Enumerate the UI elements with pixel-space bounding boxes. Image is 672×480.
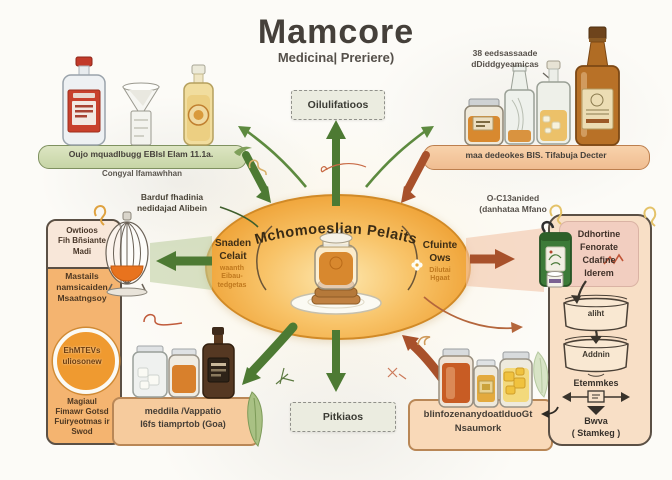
oval-left-subtext-line2: Eibau- <box>221 273 243 281</box>
left-shelf-strip <box>38 145 247 169</box>
bottom-left-shelf-line2: I6fs tiamprtob (Goa) <box>140 419 226 430</box>
right-panel-pink-line3: Cdafine <box>582 255 616 266</box>
stage1-label: aliht <box>587 309 605 318</box>
left-panel-mid-label: Mastails namsicaiden Msaatngsoy <box>56 271 108 304</box>
oval-left-subtext-line1: waanth <box>219 265 245 272</box>
right-panel-pink-line2: Fenorate <box>579 242 618 253</box>
left-panel-circle-line2: uliosonew <box>62 356 102 366</box>
right-panel-note-line1: O-C13anided <box>486 193 540 203</box>
oval-left-subtext: waanth Eibau- tedgetas <box>218 265 247 290</box>
right-panel-pink-line1: Ddhortine <box>577 229 621 239</box>
left-panel-mid-line3: Msaatngsoy <box>57 293 107 304</box>
bottom-right-shelf-label: blinfozenanydoatlduoGt Nsaumork <box>424 408 533 437</box>
left-panel-bottom-line3: Fuiryeotmas ir <box>54 417 110 426</box>
right-panel-pink-line4: Iderem <box>584 268 614 279</box>
left-panel-circle <box>53 328 119 394</box>
right-panel-note-line2: (danhataa Mfano <box>479 204 547 215</box>
bottom-right-shelf-line2: Nsaumork <box>454 423 502 435</box>
right-shelf-label: maa dedeokes BIS. Tifabuja Decter <box>465 150 607 160</box>
right-panel-pink-box <box>560 222 638 286</box>
left-shelf-label: Oujo mquadlbugg EBIsI Elam 11.1a. <box>68 149 214 159</box>
oval-right-heading-line1: Cfuinte <box>422 240 458 251</box>
left-panel-note-line1: Barduf fhadinia <box>140 192 204 202</box>
bottom-left-shelf-line1: meddila /Vappatio <box>144 406 222 416</box>
left-panel-top-box-line2: Fih Bñsiante <box>57 236 107 246</box>
left-panel-mid-line1: Mastails <box>65 271 99 281</box>
left-panel-note: Barduf fhadinia nedidajad Alibein <box>137 192 207 215</box>
right-panel-pink-box-label: Ddhortine Fenorate Cdafine Iderem <box>578 228 621 280</box>
left-panel-circle-line1: EhMTEVs <box>63 346 101 355</box>
bottom-right-shelf-line1: blinfozenanydoatlduoGt <box>423 409 533 420</box>
oval-right-heading-line2: Ows <box>429 252 451 264</box>
result-line1: Bwva <box>584 416 608 426</box>
left-panel-bottom-line2: Fimawr Gotsd <box>55 407 109 416</box>
left-panel-bottom-label: Magiaul Fimawr Gotsd Fuiryeotmas ir Swod <box>54 397 109 437</box>
oval-left-heading: Snaden Celait <box>215 238 251 263</box>
result-line2: ( Stamkeg ) <box>571 427 621 438</box>
left-panel-mid-line2: namsicaiden <box>56 282 108 293</box>
result-label: Bwva ( Stamkeg ) <box>572 416 621 439</box>
oval-left-heading-line1: Snaden <box>214 238 252 249</box>
page-title: Mamcore <box>257 13 415 51</box>
right-panel-note: O-C13anided (danhataa Mfano <box>479 193 547 216</box>
bottom-left-shelf-label: meddila /Vappatio I6fs tiamprtob (Goa) <box>140 405 226 431</box>
phases-box: Pitkiaos <box>290 402 396 432</box>
right-shelf-strip <box>423 145 650 170</box>
bottom-left-shelf <box>112 397 259 446</box>
qualifications-box: Oilulifatioos <box>291 90 385 120</box>
oval-right-subtext-line2: Hgaat <box>430 275 450 283</box>
oval-right-subtext: Dilutai Hgaat <box>429 267 450 284</box>
right-shelf-note: 38 eedsassaade dDiddgyeamicas <box>471 48 539 71</box>
left-panel-bottom-line4: Swod <box>71 427 93 436</box>
left-panel-note-line2: nedidajad Alibein <box>136 203 208 214</box>
left-panel-bottom-line1: Magiaul <box>67 397 97 406</box>
page-subtitle: Medicina| Preriere) <box>277 50 395 65</box>
oval-left-subtext-line3: tedgetas <box>217 281 247 289</box>
left-shelf-sublabel: Congyal Ifamawhhan <box>101 169 183 178</box>
right-shelf-note-line1: 38 eedsassaade <box>472 48 538 58</box>
right-shelf-note-line2: dDiddgyeamicas <box>471 59 539 70</box>
oval-left-heading-line2: Celait <box>219 250 247 262</box>
stage2-label: Addnin <box>582 350 610 359</box>
left-panel-circle-label: EhMTEVs uliosonew <box>62 346 101 368</box>
stage3-label: Etemmkes <box>573 378 619 388</box>
oval-right-heading: Cfuinte Ows <box>423 240 457 265</box>
left-panel-top-box-line3: Madi <box>72 246 92 256</box>
left-panel-top-box-label: Owtioos Fih Bñsiante Madi <box>58 226 106 257</box>
oval-right-subtext-line1: Dilutai <box>429 267 451 274</box>
left-panel-top-box-line1: Owtioos <box>66 226 98 235</box>
